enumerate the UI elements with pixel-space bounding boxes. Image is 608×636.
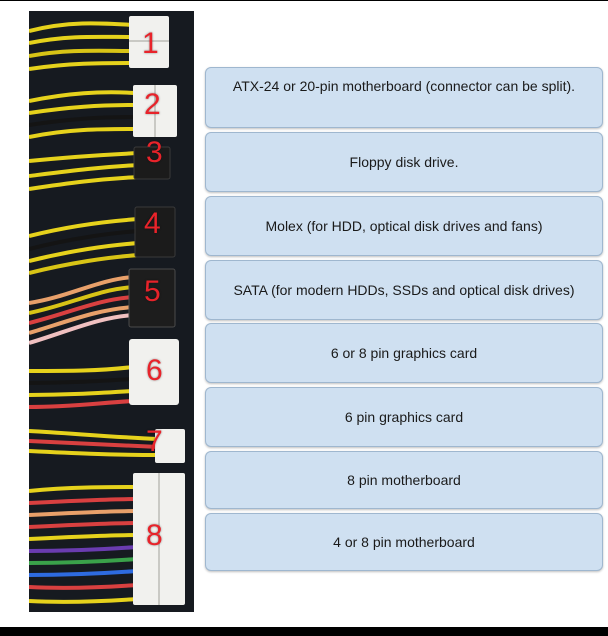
connector-number-6: 6 xyxy=(146,354,163,387)
answer-card-6[interactable]: 6 pin graphics card xyxy=(205,387,603,447)
answer-card-2[interactable]: Floppy disk drive. xyxy=(205,132,603,192)
answer-card-3[interactable]: Molex (for HDD, optical disk drives and … xyxy=(205,196,603,256)
connector-number-5: 5 xyxy=(144,275,161,308)
cables-illustration xyxy=(29,16,185,605)
bottom-border xyxy=(0,627,608,636)
answer-card-5[interactable]: 6 or 8 pin graphics card xyxy=(205,323,603,383)
connector-6-graphic xyxy=(29,339,179,409)
psu-connectors-photo: 1 2 3 4 5 6 7 8 xyxy=(29,11,194,612)
connector-number-8: 8 xyxy=(146,519,163,552)
connector-8-graphic xyxy=(29,473,185,605)
connector-7-graphic xyxy=(29,429,185,463)
connector-number-4: 4 xyxy=(144,207,161,240)
answer-card-8[interactable]: 4 or 8 pin motherboard xyxy=(205,513,603,571)
connector-number-2: 2 xyxy=(144,88,161,121)
connector-5-graphic xyxy=(29,268,176,345)
answer-card-1[interactable]: ATX-24 or 20-pin motherboard (connector … xyxy=(205,67,603,128)
connector-3-graphic xyxy=(29,146,171,191)
answer-card-4[interactable]: SATA (for modern HDDs, SSDs and optical … xyxy=(205,260,603,320)
connector-4-graphic xyxy=(29,206,176,275)
connector-number-1: 1 xyxy=(142,27,159,60)
connector-number-3: 3 xyxy=(146,136,163,169)
answer-card-7[interactable]: 8 pin motherboard xyxy=(205,451,603,509)
connector-number-7: 7 xyxy=(146,425,163,458)
connector-1-graphic xyxy=(29,16,169,71)
top-border xyxy=(0,0,608,1)
connector-2-graphic xyxy=(29,85,177,139)
